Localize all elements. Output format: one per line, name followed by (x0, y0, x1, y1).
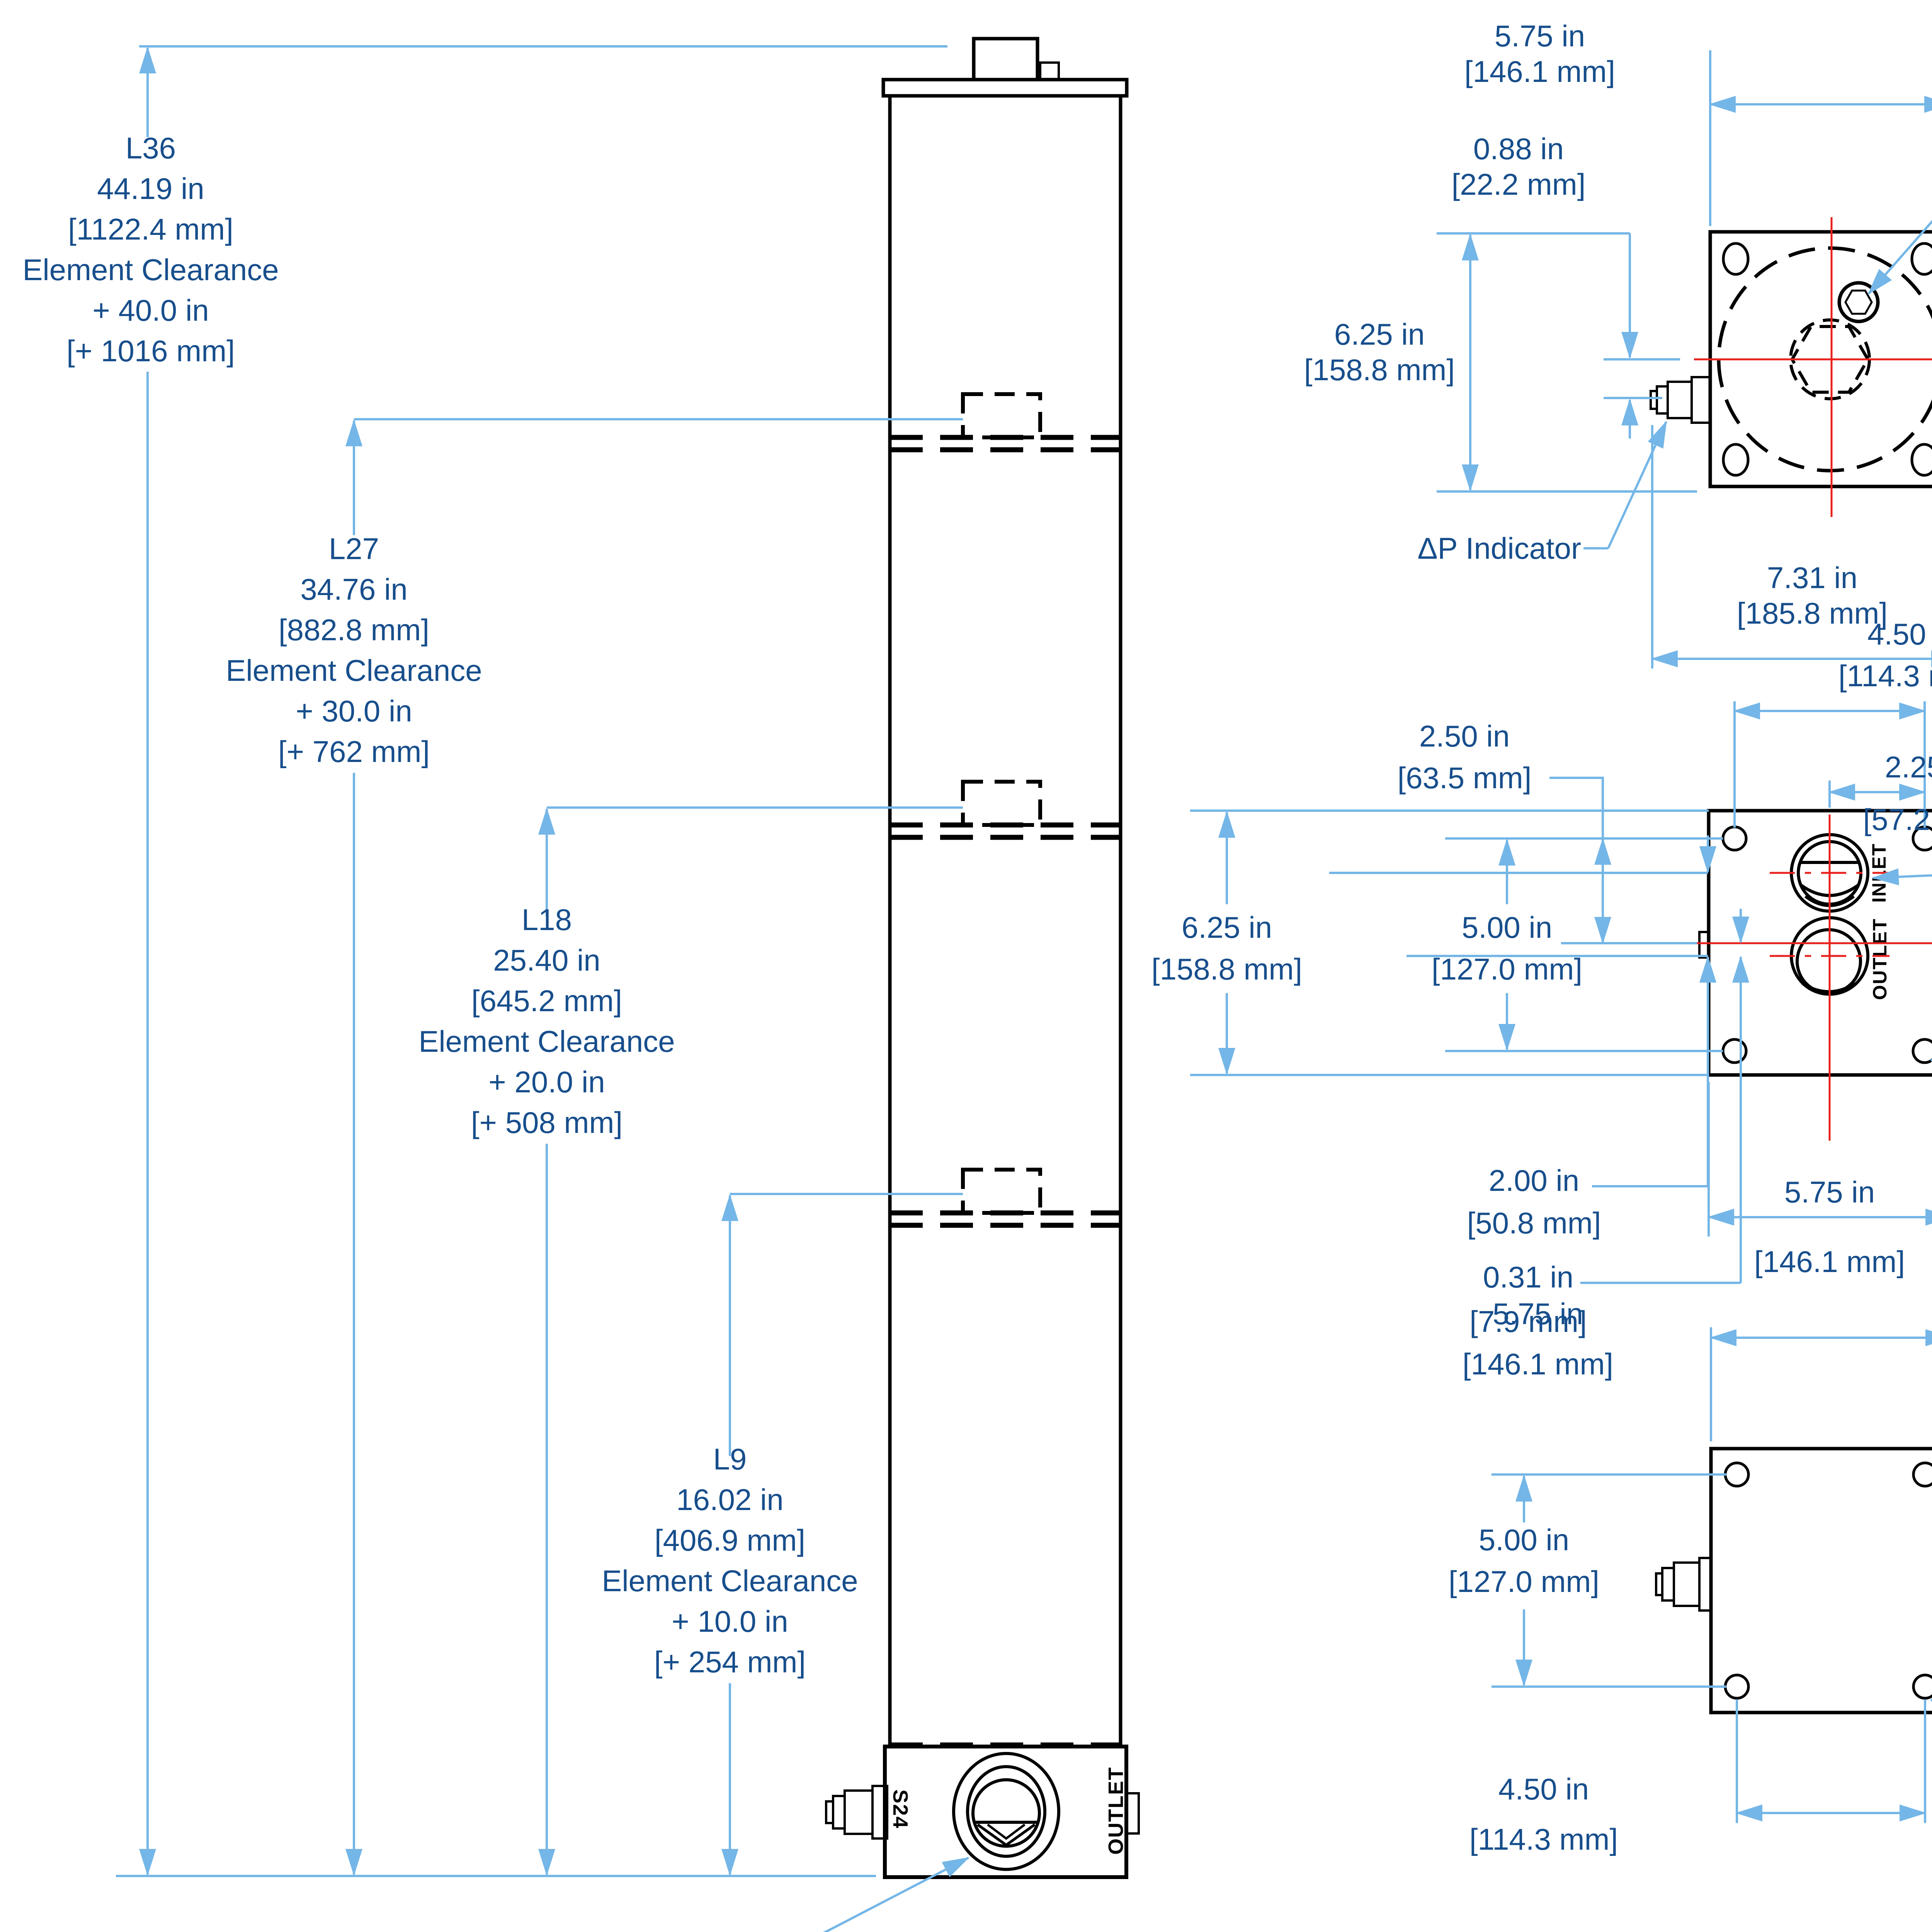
dp-indicator-fitting (1650, 376, 1711, 424)
leader-line (1867, 219, 1932, 295)
dim-text: 5.75 in (1784, 1175, 1875, 1209)
dim-text: 5.00 in (1462, 910, 1552, 944)
dim-text: 2.25 in (1885, 750, 1932, 784)
mounting-hole (1910, 242, 1932, 276)
dim-text: + 10.0 in (672, 1604, 788, 1638)
dim-text: [185.8 mm] (1737, 596, 1888, 630)
mounting-hole (1912, 1673, 1932, 1700)
dim-text: 2.00 in (1489, 1163, 1579, 1197)
dim-text: [7.9 mm] (1469, 1304, 1587, 1338)
dim-text: 4.50 in (1498, 1772, 1589, 1806)
wrench-size-label: S24 (889, 1789, 912, 1829)
dim-text: 44.19 in (97, 172, 204, 206)
dim-text: 2.50 in (1419, 719, 1510, 753)
dim-text: [+ 508 mm] (471, 1105, 622, 1139)
dim-text: [127.0 mm] (1449, 1565, 1599, 1599)
fill-vent-port (1837, 281, 1880, 323)
port-face-view: INLET OUTLET 4.50 in [114.3 mm] 2.25 in … (1151, 617, 1932, 1338)
mounting-hole (1722, 443, 1750, 477)
side-elevation-view: S24 OUTLET L36 44.19 in [1122.4 mm] Elem (22, 37, 1140, 1932)
dim-text: 5.00 in (1479, 1523, 1569, 1557)
leader-line (823, 1857, 970, 1932)
handle-outline (961, 1168, 1042, 1215)
dim-text: [146.1 mm] (1754, 1245, 1905, 1279)
dim-text: 0.31 in (1483, 1260, 1573, 1294)
dim-text: [+ 762 mm] (278, 735, 430, 769)
dim-text: 5.75 in (1495, 19, 1585, 53)
dim-text: L36 (126, 131, 176, 165)
dim-text: [158.8 mm] (1151, 952, 1302, 986)
dim-text: [114.3 mm] (1469, 1822, 1618, 1856)
dim-text: [127.0 mm] (1432, 952, 1582, 986)
dim-text: 34.76 in (300, 572, 408, 606)
outlet-port-oval (952, 1752, 1060, 1871)
handle-outline (961, 780, 1042, 827)
dim-text: L27 (329, 532, 379, 566)
mounting-hole (1721, 1038, 1748, 1064)
mounting-hole (1724, 1673, 1750, 1700)
dim-text: [+ 1016 mm] (66, 334, 235, 368)
dim-text: [882.8 mm] (279, 613, 429, 647)
mounting-hole (1722, 242, 1750, 276)
dp-indicator-fitting (1655, 1557, 1712, 1612)
fill-vent-plug-hex (1844, 289, 1873, 315)
vessel-cap-ring (881, 78, 1129, 98)
dim-text: 7.31 in (1767, 561, 1857, 595)
dim-text: [146.1 mm] (1464, 54, 1615, 88)
outlet-engraving-label: OUTLET (1104, 1767, 1128, 1855)
dim-text: Element Clearance (22, 253, 279, 287)
dp-indicator-label: ΔP Indicator (1417, 531, 1581, 565)
top-view: 5.75 in [146.1 mm] 0.88 in [22.2 mm] 6.2… (1304, 19, 1932, 668)
mounting-face-view: 5.75 in [146.1 mm] 5.00 in [127.0 mm] 6.… (1449, 1297, 1932, 1856)
dim-text: + 40.0 in (92, 293, 209, 327)
bowl-outline-circle (1717, 246, 1932, 473)
dim-text: [158.8 mm] (1304, 353, 1455, 387)
mounting-hole (1721, 825, 1748, 852)
vent-plug (1039, 61, 1060, 81)
dim-text: Element Clearance (418, 1024, 675, 1058)
dim-text: 4.50 in (1867, 617, 1932, 651)
dim-text: [57.2 mm] (1863, 803, 1932, 837)
outlet-label: OUTLET (1869, 918, 1891, 1000)
dim-text: 6.25 in (1334, 317, 1425, 351)
fill-cap-knob (972, 37, 1039, 82)
dim-text: Element Clearance (602, 1564, 858, 1598)
mounting-hole (1912, 1038, 1932, 1064)
l36-dimension-label: L36 44.19 in [1122.4 mm] Element Clearan… (22, 131, 279, 368)
l27-dimension-label: L27 34.76 in [882.8 mm] Element Clearanc… (226, 532, 482, 769)
vessel-body (888, 94, 1122, 1748)
leader-line (1549, 777, 1604, 838)
dim-text: L9 (713, 1442, 747, 1476)
leader-line (1607, 420, 1667, 549)
dp-indicator-fitting (825, 1785, 888, 1840)
dim-text: [22.2 mm] (1452, 167, 1586, 201)
l18-dimension-label: L18 25.40 in [645.2 mm] Element Clearanc… (418, 903, 675, 1139)
dim-text: Element Clearance (226, 653, 482, 687)
dim-text: [645.2 mm] (471, 984, 622, 1018)
dim-text: [406.9 mm] (655, 1523, 805, 1557)
dim-text: 16.02 in (676, 1483, 784, 1517)
drain-port-tab (1125, 1792, 1140, 1835)
mounting-face-plate (1709, 1447, 1932, 1714)
l9-dimension-label: L9 16.02 in [406.9 mm] Element Clearance… (602, 1442, 858, 1679)
dim-text: + 20.0 in (488, 1065, 605, 1099)
dim-text: L18 (522, 903, 572, 937)
dim-text: 25.40 in (493, 943, 600, 977)
dim-text: [+ 254 mm] (654, 1645, 806, 1679)
leader-line (1872, 868, 1932, 886)
dim-text: [50.8 mm] (1467, 1206, 1601, 1240)
mounting-hole (1724, 1461, 1750, 1488)
dim-text: 6.25 in (1182, 910, 1272, 944)
dim-text: 0.88 in (1473, 132, 1564, 166)
dim-text: [114.3 mm] (1838, 659, 1932, 693)
dim-text: [63.5 mm] (1398, 761, 1532, 795)
handle-outline (961, 392, 1042, 439)
dim-text: [1122.4 mm] (68, 212, 233, 246)
dim-text: 5.75 in (1493, 1297, 1583, 1331)
mounting-hole (1912, 1461, 1932, 1488)
dim-text: [146.1 mm] (1463, 1347, 1613, 1381)
mounting-hole (1910, 443, 1932, 477)
dim-text: + 30.0 in (296, 694, 412, 728)
